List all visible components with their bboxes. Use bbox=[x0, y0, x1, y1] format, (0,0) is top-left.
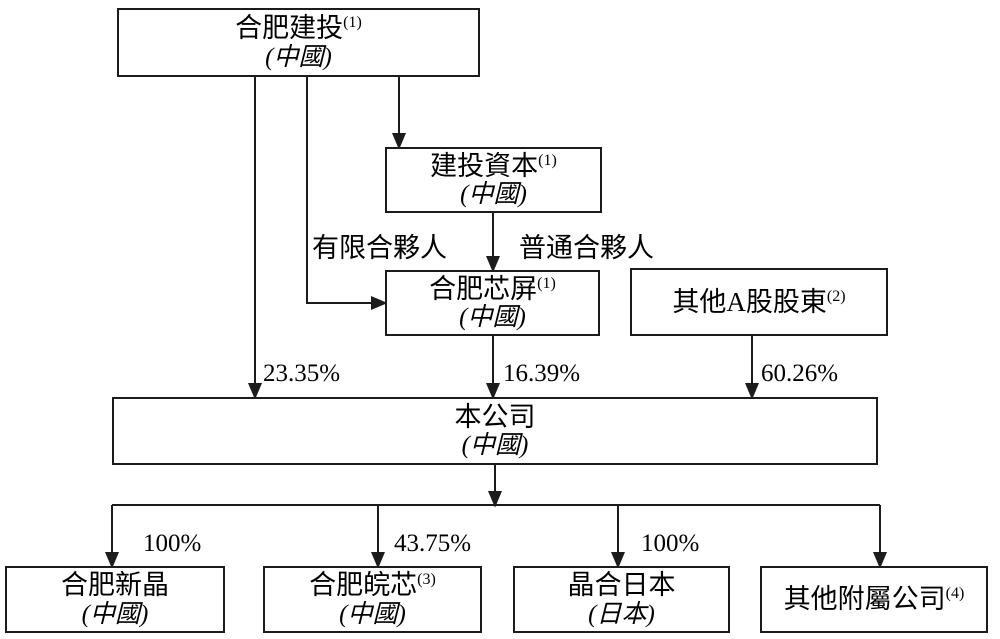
node-hefei-xinping-title: 合肥芯屏(1) bbox=[429, 274, 556, 304]
arrowhead-othera-to-company bbox=[744, 383, 760, 400]
node-other-subsidiaries: 其他附屬公司(4) bbox=[760, 566, 988, 633]
label-pct-hefei-xinjing: 100% bbox=[143, 530, 202, 557]
node-company-name: 本公司 bbox=[454, 401, 536, 432]
node-jiantou-capital: 建投資本(1) (中國) bbox=[385, 147, 602, 213]
label-limited-partner: 有限合夥人 bbox=[312, 233, 447, 263]
node-hefei-wanxin-subtitle: (中國) bbox=[339, 600, 406, 628]
arrowhead-company-to-bar bbox=[487, 491, 503, 508]
edge-jiantou-to-xinping bbox=[306, 77, 374, 304]
node-jiantou-capital-title: 建投資本(1) bbox=[430, 151, 557, 181]
arrowhead-bar-to-japan bbox=[610, 552, 626, 569]
node-hefei-jiantou-subtitle: (中國) bbox=[265, 43, 332, 71]
node-other-a-shareholders: 其他A股股東(2) bbox=[630, 268, 888, 336]
node-hefei-xinping: 合肥芯屏(1) (中國) bbox=[385, 270, 600, 336]
node-hefei-jiantou-name: 合肥建投 bbox=[235, 13, 344, 44]
node-jiantou-capital-footnote: (1) bbox=[538, 151, 557, 169]
label-pct-jinghe-japan: 100% bbox=[641, 530, 700, 557]
node-jiantou-capital-name: 建投資本 bbox=[430, 150, 539, 181]
label-pct-hefei-jiantou: 23.35% bbox=[263, 360, 341, 387]
node-other-subsidiaries-name: 其他附屬公司 bbox=[783, 584, 946, 615]
node-other-subsidiaries-footnote: (4) bbox=[945, 585, 965, 603]
node-jinghe-japan-subtitle: (日本) bbox=[588, 600, 655, 628]
arrowhead-xinping-to-company bbox=[485, 383, 501, 400]
node-jiantou-capital-subtitle: (中國) bbox=[460, 181, 527, 209]
label-pct-hefei-wanxin: 43.75% bbox=[394, 530, 472, 557]
node-hefei-wanxin-title: 合肥皖芯(3) bbox=[309, 570, 436, 600]
node-company-subtitle: (中國) bbox=[461, 432, 529, 460]
node-jinghe-japan-name: 晶合日本 bbox=[567, 570, 676, 601]
label-pct-hefei-xinping: 16.39% bbox=[503, 360, 581, 387]
label-general-partner: 普通合夥人 bbox=[519, 233, 654, 263]
label-pct-other-a-shareholders: 60.26% bbox=[761, 360, 839, 387]
node-other-a-shareholders-title: 其他A股股東(2) bbox=[672, 287, 845, 317]
node-hefei-jiantou: 合肥建投(1) (中國) bbox=[117, 8, 480, 77]
node-hefei-jiantou-footnote: (1) bbox=[343, 14, 362, 32]
arrowhead-bar-to-subsidiaries bbox=[872, 552, 888, 569]
arrowhead-jiantou-to-company bbox=[247, 383, 263, 400]
node-company: 本公司 (中國) bbox=[112, 397, 878, 465]
node-jinghe-japan-title: 晶合日本 bbox=[568, 570, 676, 600]
node-jinghe-japan: 晶合日本 (日本) bbox=[513, 566, 730, 633]
arrowhead-jiantou-to-xinping bbox=[371, 295, 388, 311]
arrowhead-bar-to-xinjing bbox=[104, 552, 120, 569]
arrowhead-jiantou-to-capital bbox=[391, 133, 407, 150]
node-hefei-xinping-subtitle: (中國) bbox=[459, 304, 526, 332]
node-company-title: 本公司 bbox=[455, 402, 536, 432]
node-hefei-xinjing-subtitle: (中國) bbox=[81, 600, 149, 628]
node-hefei-xinping-footnote: (1) bbox=[537, 274, 556, 292]
node-hefei-wanxin: 合肥皖芯(3) (中國) bbox=[263, 566, 482, 633]
node-hefei-xinjing: 合肥新晶 (中國) bbox=[5, 566, 225, 633]
node-hefei-xinjing-name: 合肥新晶 bbox=[61, 570, 169, 601]
node-other-a-shareholders-name: 其他A股股東 bbox=[672, 286, 827, 317]
node-hefei-jiantou-title: 合肥建投(1) bbox=[235, 13, 362, 43]
node-other-subsidiaries-title: 其他附屬公司(4) bbox=[784, 584, 965, 614]
node-hefei-xinjing-title: 合肥新晶 bbox=[61, 570, 169, 600]
node-hefei-wanxin-name: 合肥皖芯 bbox=[309, 570, 418, 601]
arrowhead-bar-to-wanxin bbox=[370, 552, 386, 569]
node-hefei-wanxin-footnote: (3) bbox=[417, 571, 436, 589]
node-other-a-shareholders-footnote: (2) bbox=[826, 287, 846, 305]
node-hefei-xinping-name: 合肥芯屏 bbox=[429, 273, 538, 304]
arrowhead-capital-to-xinping bbox=[485, 256, 501, 273]
